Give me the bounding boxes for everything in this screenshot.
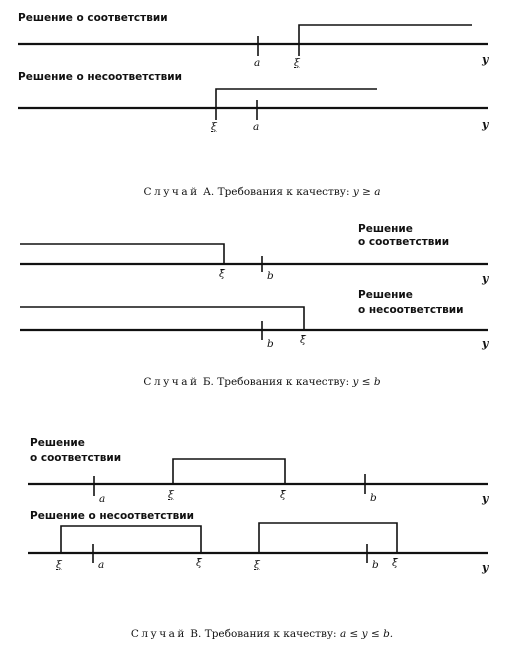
bracket-b-conform: [20, 243, 225, 264]
label-a-nonconform: Решение о несоответствии: [18, 71, 182, 83]
label-a-conform: Решение о соответствии: [18, 12, 168, 24]
mark-b-xi2: ξ̄: [300, 334, 306, 346]
mark-c-b1: b: [370, 492, 377, 504]
caption-a-formula: y ≥ a: [352, 186, 381, 198]
axis-label-a2: y: [482, 118, 489, 131]
caption-a-case: Случай: [143, 186, 200, 198]
caption-b-letter: Б.: [202, 376, 214, 388]
mark-c-xi-high2: ξ̄: [196, 557, 202, 569]
mark-c-xi-high3: ξ̄: [392, 557, 398, 569]
caption-c: Случай В. Требования к качеству: a ≤ y ≤…: [0, 628, 524, 640]
mark-c-b2: b: [372, 559, 379, 571]
bracket-c-conform: [172, 458, 286, 484]
bracket-a-nonconform: [215, 88, 377, 120]
mark-c-a1: a: [99, 493, 106, 505]
mark-c-xi-high1: ξ̄: [280, 489, 286, 501]
mark-c-a2: a: [98, 559, 105, 571]
caption-b-case: Случай: [143, 376, 200, 388]
mark-b-b1: b: [267, 270, 274, 282]
label-b-conform-line1: Решение: [358, 223, 413, 235]
label-c-conform-line1: Решение: [30, 437, 85, 449]
mark-c-xi-low1: ξ: [168, 489, 174, 501]
bracket-c-nonconform-right: [258, 522, 398, 553]
label-b-nonconform-line1: Решение: [358, 289, 413, 301]
mark-c-xi-low3: ξ: [254, 559, 260, 571]
bracket-c-nonconform-left: [60, 525, 202, 553]
mark-a-a2: a: [253, 121, 260, 133]
label-c-conform-line2: о соответствии: [30, 452, 122, 464]
mark-b-b2: b: [267, 338, 274, 350]
caption-b-text: Требования к качеству:: [217, 376, 350, 388]
mark-b-xi1: ξ̄: [219, 268, 225, 280]
bracket-a-conform: [298, 24, 472, 44]
caption-c-case: Случай: [130, 628, 187, 640]
mark-a-xi1: ξ: [294, 57, 300, 69]
label-c-nonconform: Решение о несоответствии: [30, 510, 194, 522]
caption-b: Случай Б. Требования к качеству: y ≤ b: [0, 376, 524, 388]
caption-a-text: Требования к качеству:: [217, 186, 350, 198]
caption-a: Случай А. Требования к качеству: y ≥ a: [0, 186, 524, 198]
mark-c-xi-low2: ξ: [56, 559, 62, 571]
caption-b-formula: y ≤ b: [352, 376, 381, 388]
caption-c-text: Требования к качеству:: [204, 628, 337, 640]
bracket-b-nonconform: [20, 306, 305, 330]
caption-c-formula: a ≤ y ≤ b.: [339, 628, 394, 640]
caption-c-letter: В.: [190, 628, 202, 640]
axis-label-a1: y: [482, 53, 489, 66]
label-b-conform-line2: о соответствии: [358, 236, 450, 248]
caption-a-letter: А.: [202, 186, 215, 198]
mark-a-a1: a: [254, 57, 261, 69]
mark-a-xi2: ξ: [211, 121, 217, 133]
axis-label-c2: y: [482, 561, 489, 574]
label-b-nonconform-line2: о несоответствии: [358, 304, 464, 316]
axis-label-c1: y: [482, 492, 489, 505]
axis-label-b1: y: [482, 272, 489, 285]
axis-label-b2: y: [482, 337, 489, 350]
